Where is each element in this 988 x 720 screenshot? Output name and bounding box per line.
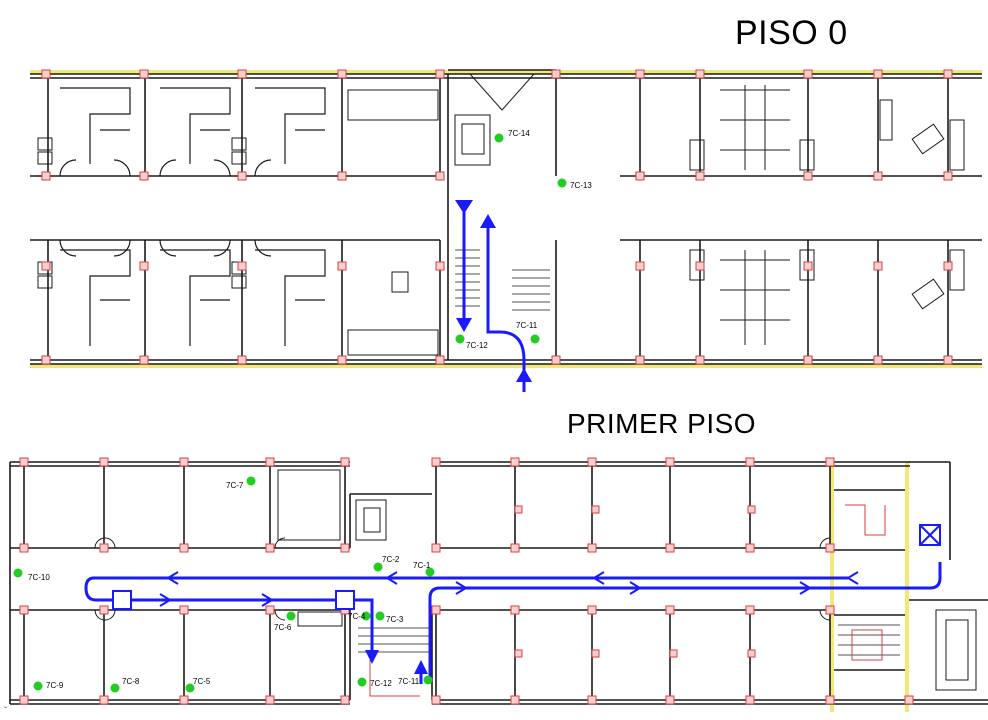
marker-7c-5: 7C-5	[185, 677, 211, 693]
marker-7c-7: 7C-7	[226, 476, 256, 490]
evacuation-route-first-floor	[84, 562, 942, 680]
marker-7c-4: 7C-4	[348, 611, 371, 621]
svg-text:7C-8: 7C-8	[122, 677, 140, 686]
marker-7c-10: 7C-10	[13, 568, 50, 582]
marker-7c-12: 7C-12	[455, 334, 488, 350]
route-direction-arrows	[159, 571, 859, 607]
marker-7c-6: 7C-6	[274, 611, 296, 632]
first-floor-markers: 7C-7 7C-10 7C-2 7C-1 7C-6 7C-4 7C-3 7C-9…	[13, 476, 435, 693]
floor-0-plan: 7C-14 7C-13 7C-12 7C-11	[30, 69, 982, 392]
route-entry-arrow	[455, 200, 473, 214]
route-exit-arrow-left	[365, 650, 379, 664]
svg-text:7C-5: 7C-5	[193, 677, 211, 686]
marker-7c-13: 7C-13	[557, 178, 592, 190]
marker-7c-12b: 7C-12	[357, 677, 392, 688]
route-up-arrow	[480, 214, 496, 228]
route-exit-arrow-right	[414, 660, 428, 674]
svg-text:7C-10: 7C-10	[28, 573, 50, 582]
svg-text:7C-1: 7C-1	[413, 561, 431, 570]
svg-text:7C-14: 7C-14	[508, 129, 530, 138]
route-exit-arrow	[516, 368, 532, 382]
svg-text:7C-9: 7C-9	[46, 681, 64, 690]
route-down-arrow	[456, 318, 472, 332]
route-node-left	[112, 590, 132, 610]
first-floor-title: PRIMER PISO	[567, 408, 757, 439]
svg-text:7C-3: 7C-3	[386, 615, 404, 624]
first-floor-plan: 7C-7 7C-10 7C-2 7C-1 7C-6 7C-4 7C-3 7C-9…	[9, 457, 988, 712]
svg-text:7C-7: 7C-7	[226, 481, 244, 490]
marker-7c-9: 7C-9	[33, 681, 64, 691]
route-node-center	[335, 590, 355, 610]
marker-7c-1: 7C-1	[413, 561, 435, 577]
svg-text:7C-11: 7C-11	[516, 321, 538, 330]
elevator-box	[919, 524, 941, 546]
svg-text:7C-2: 7C-2	[382, 555, 400, 564]
marker-7c-11b: 7C-11	[398, 675, 433, 686]
marker-7c-14: 7C-14	[494, 129, 530, 143]
svg-text:7C-12: 7C-12	[370, 679, 392, 688]
floor-0-markers: 7C-14 7C-13 7C-12 7C-11	[455, 129, 592, 350]
svg-text:7C-11: 7C-11	[398, 677, 420, 686]
marker-7c-3: 7C-3	[375, 611, 404, 624]
svg-text:7C-13: 7C-13	[570, 181, 592, 190]
evacuation-route-floor-0	[462, 212, 526, 392]
footer-mark: ˇ	[4, 706, 8, 717]
svg-text:7C-4: 7C-4	[348, 612, 366, 621]
svg-text:7C-12: 7C-12	[466, 341, 488, 350]
svg-text:7C-6: 7C-6	[274, 623, 292, 632]
floor-0-title: PISO 0	[735, 14, 848, 52]
marker-7c-2: 7C-2	[373, 555, 400, 572]
marker-7c-8: 7C-8	[110, 677, 140, 693]
marker-7c-11: 7C-11	[516, 321, 540, 344]
